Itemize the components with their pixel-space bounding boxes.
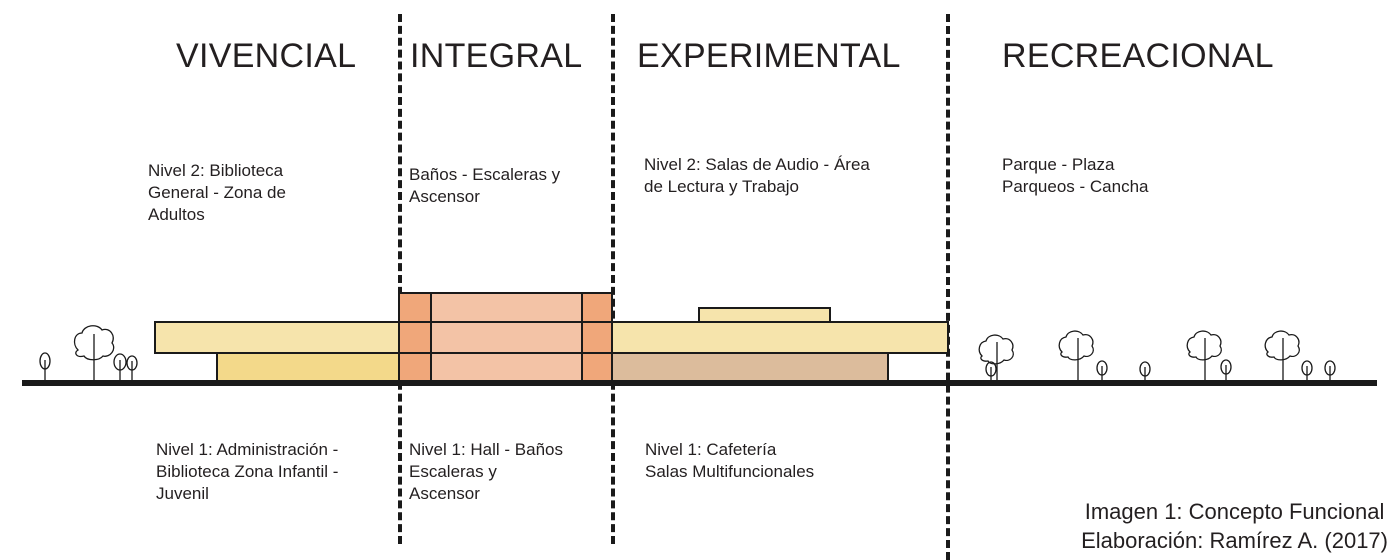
tree-icon xyxy=(985,361,997,381)
tree-icon xyxy=(1301,360,1313,381)
zone-title-vivencial: VIVENCIAL xyxy=(176,37,357,75)
zone-title-experimental: EXPERIMENTAL xyxy=(637,37,901,75)
tree-icon xyxy=(1264,330,1300,381)
tree-icon xyxy=(73,325,115,381)
upper-label-recreacional: Parque - Plaza Parqueos - Cancha xyxy=(1002,155,1149,196)
tree-icon xyxy=(978,334,1014,381)
lower-label-vivencial: Nivel 1: Administración - Biblioteca Zon… xyxy=(156,440,339,503)
upper-label-experimental: Nivel 2: Salas de Audio - Área de Lectur… xyxy=(644,155,870,196)
upper-label-vivencial: Nivel 2: Biblioteca General - Zona de Ad… xyxy=(148,161,286,224)
experimental-upper-volume xyxy=(611,321,949,354)
tree-icon xyxy=(126,355,138,381)
figure-caption: Imagen 1: Concepto Funcional Elaboración… xyxy=(1081,497,1388,555)
zone-divider-2 xyxy=(611,14,615,544)
caption-credit: Elaboración: Ramírez A. (2017) xyxy=(1081,528,1388,553)
tree-icon xyxy=(1220,359,1232,381)
vivencial-lower-volume xyxy=(216,352,400,384)
integral-core-volume xyxy=(398,292,613,384)
integral-stair-core-right xyxy=(581,292,613,384)
tree-icon xyxy=(1096,360,1108,381)
vivencial-upper-volume xyxy=(154,321,400,354)
integral-stair-core-left xyxy=(398,292,432,384)
lower-label-integral: Nivel 1: Hall - Baños Escaleras y Ascens… xyxy=(409,440,564,503)
zone-title-integral: INTEGRAL xyxy=(410,37,583,75)
lower-label-experimental: Nivel 1: Cafetería Salas Multifuncionale… xyxy=(645,440,815,481)
tree-icon xyxy=(1186,330,1222,381)
zone-divider-3 xyxy=(946,14,950,560)
zone-divider-1 xyxy=(398,14,402,544)
caption-title: Imagen 1: Concepto Funcional xyxy=(1084,499,1385,524)
experimental-roof-volume xyxy=(698,307,831,323)
upper-label-integral: Baños - Escaleras y Ascensor xyxy=(409,165,561,206)
tree-icon xyxy=(39,352,51,381)
tree-icon xyxy=(1139,361,1151,381)
tree-icon xyxy=(113,353,127,381)
experimental-lower-volume xyxy=(611,352,889,384)
tree-icon xyxy=(1058,330,1094,381)
tree-icon xyxy=(1324,360,1336,381)
zone-title-recreacional: RECREACIONAL xyxy=(1002,37,1274,75)
